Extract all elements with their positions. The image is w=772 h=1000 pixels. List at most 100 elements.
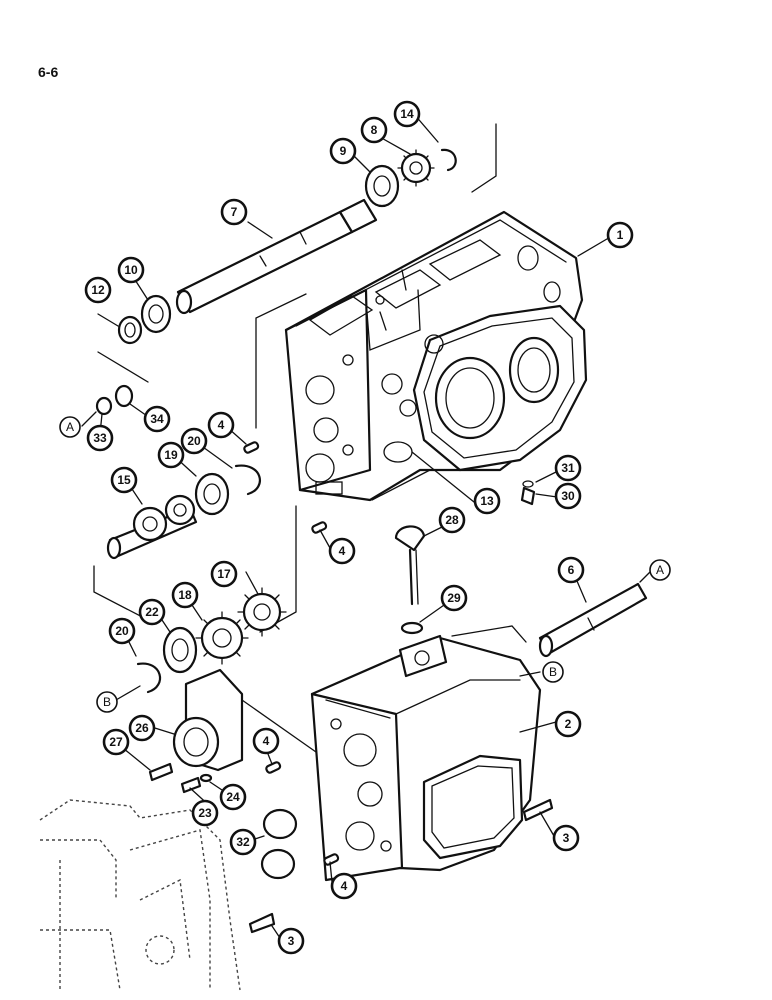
ref-callout-b-right: B [542, 661, 564, 683]
part-label-29: 29 [440, 584, 468, 612]
svg-text:3: 3 [288, 934, 295, 948]
svg-text:2: 2 [565, 717, 572, 731]
svg-text:24: 24 [226, 790, 240, 804]
bracket-upper-right [471, 123, 497, 193]
part-label-27: 27 [102, 728, 130, 756]
part-label-4-bottom: 4 [330, 872, 358, 900]
svg-text:13: 13 [480, 494, 494, 508]
o-ring-29 [400, 621, 424, 635]
bearing-19 [194, 472, 230, 516]
upper-housing [284, 210, 588, 502]
part-label-33: 33 [86, 424, 114, 452]
svg-text:4: 4 [339, 544, 346, 558]
part-label-20-lower: 20 [108, 617, 136, 645]
flange-housing-26 [172, 668, 244, 772]
bearing-22 [162, 626, 198, 674]
svg-text:A: A [66, 420, 74, 434]
part-label-24: 24 [219, 783, 247, 811]
svg-text:32: 32 [236, 835, 250, 849]
svg-text:20: 20 [115, 624, 129, 638]
bolt-3-lower [248, 912, 276, 934]
part-label-7: 7 [220, 198, 248, 226]
part-label-10: 10 [117, 256, 145, 284]
snap-ring-20-lower [136, 662, 162, 694]
part-label-3-right: 3 [552, 824, 580, 852]
bushing-34 [114, 384, 134, 408]
svg-text:28: 28 [445, 513, 459, 527]
svg-text:20: 20 [187, 434, 201, 448]
svg-text:4: 4 [341, 879, 348, 893]
svg-text:18: 18 [178, 588, 192, 602]
part-label-32: 32 [229, 828, 257, 856]
washer-24 [199, 773, 213, 783]
part-label-31: 31 [554, 454, 582, 482]
bracket-34 [97, 351, 149, 383]
svg-text:23: 23 [198, 806, 212, 820]
svg-text:33: 33 [93, 431, 107, 445]
part-label-17: 17 [210, 560, 238, 588]
dowel-pin-mid [265, 761, 282, 774]
part-label-15: 15 [110, 466, 138, 494]
part-label-6: 6 [557, 556, 585, 584]
bracket-upper-left [255, 293, 307, 429]
lower-housing [310, 625, 542, 882]
part-label-8: 8 [360, 116, 388, 144]
page-number: 6-6 [38, 64, 59, 80]
svg-text:30: 30 [561, 489, 575, 503]
ref-callout-a-left: A [59, 416, 81, 438]
svg-text:4: 4 [218, 418, 225, 432]
plug-32-upper [262, 808, 298, 840]
ref-callout-a-right: A [649, 559, 671, 581]
svg-text:15: 15 [117, 473, 131, 487]
svg-text:26: 26 [135, 721, 149, 735]
svg-text:A: A [656, 563, 664, 577]
svg-text:7: 7 [231, 205, 238, 219]
dipstick-28 [394, 525, 426, 606]
part-label-14: 14 [393, 100, 421, 128]
part-label-19: 19 [157, 441, 185, 469]
part-label-9: 9 [329, 137, 357, 165]
washer-31 [522, 480, 534, 488]
svg-text:17: 17 [217, 567, 231, 581]
svg-text:34: 34 [150, 412, 164, 426]
adjacent-housing-ghost [39, 799, 241, 991]
svg-text:29: 29 [447, 591, 461, 605]
part-label-34: 34 [143, 405, 171, 433]
part-label-18: 18 [171, 581, 199, 609]
part-label-13: 13 [473, 487, 501, 515]
part-label-30: 30 [554, 482, 582, 510]
pinion-shaft-15 [106, 494, 198, 560]
svg-text:B: B [103, 695, 111, 709]
svg-text:B: B [549, 665, 557, 679]
svg-text:22: 22 [145, 605, 159, 619]
bolt-3-right [522, 798, 554, 822]
svg-text:19: 19 [164, 448, 178, 462]
dowel-pin-lower [311, 521, 328, 534]
dowel-pin-upper [243, 441, 260, 454]
svg-text:8: 8 [371, 123, 378, 137]
svg-text:9: 9 [340, 144, 347, 158]
part-label-20-upper: 20 [180, 427, 208, 455]
shaft-6 [538, 582, 648, 656]
gear-18 [195, 611, 249, 665]
dowel-pin-bottom [323, 853, 340, 866]
upper-shaft-assembly [117, 148, 457, 345]
svg-text:12: 12 [91, 283, 105, 297]
svg-text:10: 10 [124, 263, 138, 277]
gear-17 [237, 587, 287, 637]
svg-text:27: 27 [109, 735, 123, 749]
part-label-3-lower: 3 [277, 927, 305, 955]
svg-text:14: 14 [400, 107, 414, 121]
svg-text:4: 4 [263, 734, 270, 748]
part-label-1: 1 [606, 221, 634, 249]
svg-text:1: 1 [617, 228, 624, 242]
svg-text:3: 3 [563, 831, 570, 845]
snap-ring-20 [234, 464, 261, 496]
bolt-27 [148, 762, 174, 782]
leader-26-housing [241, 699, 317, 753]
part-label-4-lower: 4 [252, 727, 280, 755]
part-label-26: 26 [128, 714, 156, 742]
plug-32-lower [260, 848, 296, 880]
part-label-12: 12 [84, 276, 112, 304]
